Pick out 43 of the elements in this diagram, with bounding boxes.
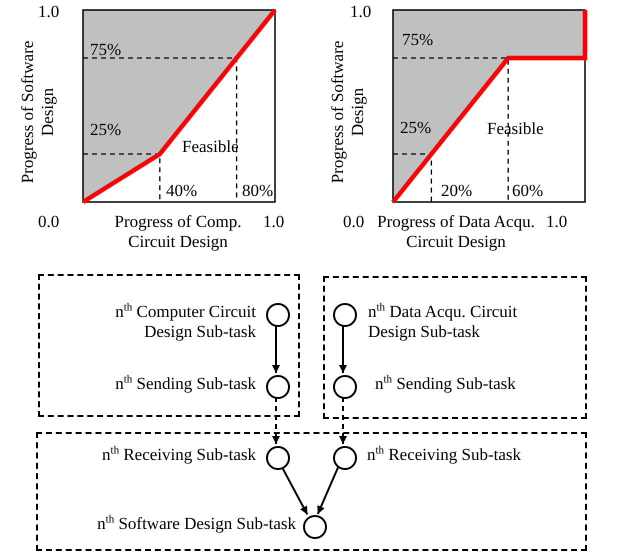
axis-tick-label: 1.0 <box>350 2 372 22</box>
axis-tick-label: 1.0 <box>546 212 568 232</box>
sub-task-circle <box>333 446 357 470</box>
tick-value-label: 20% <box>441 181 472 201</box>
task-label: n$^{th}$ Sending Sub-task <box>375 374 517 394</box>
region-label: Feasible <box>182 137 239 157</box>
axis-tick-label: 0.0 <box>343 212 364 232</box>
task-label: n$^{th}$ Receiving Sub-task <box>101 445 256 465</box>
sub-task-circle <box>266 303 290 327</box>
tick-value-label: 40% <box>166 181 198 201</box>
axis-tick-label: 1.0 <box>38 2 60 22</box>
tick-value-label: 75% <box>90 40 122 60</box>
task-label: n$^{th}$ Software Design Sub-task <box>96 514 296 534</box>
arrow <box>272 325 280 373</box>
tick-value-label: 75% <box>402 30 434 50</box>
sub-task-circle <box>333 375 357 399</box>
axis-title: Progress of Comp. Circuit Design <box>113 212 243 252</box>
sub-task-circle <box>303 515 327 539</box>
dashed-group-box <box>36 432 587 551</box>
dashed-group-box <box>38 274 300 417</box>
task-label: n$^{th}$ Sending Sub-task <box>114 374 256 394</box>
arrow <box>339 325 347 373</box>
tick-value-label: 25% <box>400 118 432 138</box>
dashed-arrow <box>339 397 347 444</box>
task-label: n$^{th}$ Computer Circuit Design Sub-task <box>114 302 256 342</box>
dashed-group-box <box>323 276 587 419</box>
axis-tick-label: 0.0 <box>38 212 60 232</box>
sub-task-circle <box>333 303 357 327</box>
task-label: n$^{th}$ Receiving Sub-task <box>367 445 522 465</box>
region-label: Feasible <box>487 119 544 139</box>
task-label: n$^{th}$ Data Acqu. Circuit Design Sub-task <box>368 302 518 342</box>
sub-task-circle <box>266 375 290 399</box>
tick-value-label: 80% <box>242 181 274 201</box>
tick-value-label: 25% <box>90 120 122 140</box>
arrow <box>280 466 308 515</box>
sub-task-circle <box>266 446 290 470</box>
arrow <box>316 466 340 514</box>
tick-value-label: 60% <box>512 181 544 201</box>
axis-title: Progress of Software Design <box>328 40 368 186</box>
axis-tick-label: 1.0 <box>263 212 284 232</box>
axis-title: Progress of Software Design <box>18 40 58 186</box>
axis-title: Progress of Data Acqu. Circuit Design <box>376 212 536 252</box>
dashed-arrow <box>272 397 280 444</box>
